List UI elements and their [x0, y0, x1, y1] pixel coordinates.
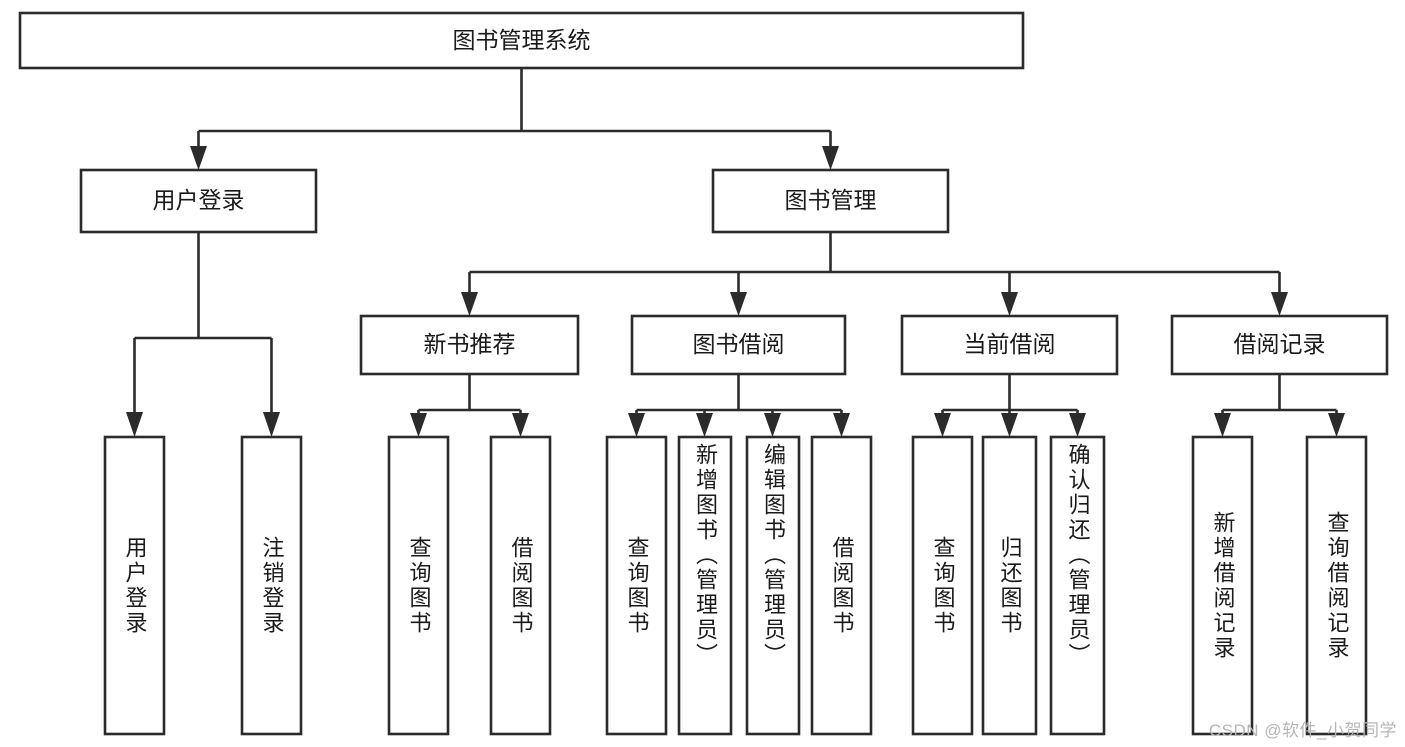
node-label-new-book-recommend: 新书推荐: [424, 331, 516, 357]
node-box-leaf-br-query-record[interactable]: [1305, 435, 1368, 736]
node-label-book-borrow: 图书借阅: [693, 331, 785, 357]
node-label-current-borrow: 当前借阅: [964, 331, 1056, 357]
node-box-book-management[interactable]: [711, 168, 950, 234]
node-box-leaf-bb-query-book[interactable]: [605, 435, 668, 736]
arrow-head-user-login: [190, 146, 207, 170]
node-new-book-recommend[interactable]: 新书推荐: [359, 314, 580, 376]
node-label-user-login: 用户登录: [153, 187, 245, 213]
arrow-head-bb-query-book: [628, 413, 645, 437]
node-box-borrow-records[interactable]: [1170, 314, 1389, 376]
arrow-head-br-add-record: [1214, 413, 1231, 437]
node-box-leaf-cb-query-book[interactable]: [911, 435, 974, 736]
node-book-management-system[interactable]: 图书管理系统: [18, 11, 1025, 70]
node-user-login[interactable]: 用户登录: [79, 168, 318, 234]
arrow-head-bb-borrow-book: [833, 413, 850, 437]
arrow-head-cb-query-book: [934, 413, 951, 437]
node-label-root: 图书管理系统: [453, 27, 591, 53]
csdn-watermark: CSDN @软件_小贺同学: [1208, 721, 1397, 740]
node-box-leaf-bb-borrow-book[interactable]: [810, 435, 873, 736]
arrow-head-leaf-logout: [263, 412, 280, 437]
connector-group-book-mgmt: [461, 232, 1288, 316]
connector-group-new-book-recommend: [410, 374, 529, 437]
connector-group-borrow-records: [1214, 374, 1345, 437]
node-box-leaf-bb-edit-book[interactable]: [745, 435, 801, 736]
arrow-head-bb-add-book: [696, 413, 713, 437]
node-current-borrow[interactable]: 当前借阅: [900, 314, 1119, 376]
node-book-management[interactable]: 图书管理: [711, 168, 950, 234]
node-label-borrow-records: 借阅记录: [1234, 331, 1326, 357]
connector-group-root: [190, 68, 839, 170]
arrow-head-bb-edit-book: [764, 413, 781, 437]
arrow-head-cb-confirm-return: [1069, 413, 1086, 437]
node-box-leaf-bb-add-book[interactable]: [677, 435, 733, 736]
arrow-head-new-book-recommend: [461, 292, 478, 316]
node-box-root[interactable]: [18, 11, 1025, 70]
arrow-head-current-borrow: [1001, 292, 1018, 316]
node-box-new-book-recommend[interactable]: [359, 314, 580, 376]
arrow-head-nbr-query-book: [410, 413, 427, 437]
node-book-borrow[interactable]: 图书借阅: [630, 314, 847, 376]
arrow-head-book-borrow: [730, 292, 747, 316]
arrow-head-nbr-borrow-book: [512, 413, 529, 437]
connector-group-user-login: [126, 232, 280, 437]
node-box-leaf-br-add-record[interactable]: [1191, 435, 1254, 736]
node-box-user-login[interactable]: [79, 168, 318, 234]
node-box-leaf-cb-confirm-return[interactable]: [1049, 435, 1106, 736]
node-box-current-borrow[interactable]: [900, 314, 1119, 376]
node-box-leaf-logout[interactable]: [240, 435, 303, 736]
arrow-head-cb-return-book: [1001, 413, 1018, 437]
connector-group-current-borrow: [934, 374, 1086, 437]
node-box-book-borrow[interactable]: [630, 314, 847, 376]
connector-group-book-borrow: [628, 374, 850, 437]
arrow-head-leaf-user-login: [126, 412, 143, 437]
arrow-head-br-query-record: [1328, 413, 1345, 437]
node-box-leaf-cb-return-book[interactable]: [981, 435, 1038, 736]
node-label-book-management: 图书管理: [785, 187, 877, 213]
arrow-head-book-mgmt: [822, 146, 839, 170]
arrow-head-borrow-records: [1271, 292, 1288, 316]
node-borrow-records[interactable]: 借阅记录: [1170, 314, 1389, 376]
node-box-leaf-nbr-borrow-book[interactable]: [489, 435, 552, 736]
node-box-leaf-nbr-query-book[interactable]: [387, 435, 450, 736]
node-box-leaf-user-login[interactable]: [103, 435, 166, 736]
